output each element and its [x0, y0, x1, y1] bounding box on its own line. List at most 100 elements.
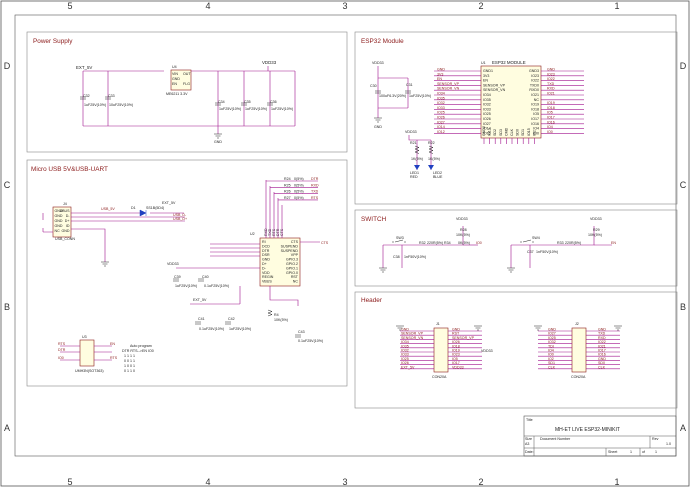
u2-ref: U2 [250, 232, 255, 236]
switch-title: SWITCH [361, 216, 387, 223]
u2-pin-dsr: DSR [262, 253, 270, 257]
r32-ref: R32 [419, 241, 426, 245]
u3-wires [60, 345, 112, 361]
r4-symbol [267, 309, 273, 317]
j4-name: USB_CONN [55, 237, 75, 241]
esp32-chip-ref: U1 [481, 61, 486, 65]
j1-right-net-9: VDD33 [452, 365, 464, 369]
esp32-net-io21: IO21 [547, 92, 555, 96]
esp32-net-io14: IO14 [437, 125, 445, 129]
col-marker-2: 2 [478, 1, 483, 11]
esp32-pin-io19: IO19 [531, 103, 539, 107]
c39-value: 1uF25V(10%) [175, 284, 197, 288]
power-gnd-label: GND [214, 140, 222, 144]
rev-label: Rev [652, 437, 659, 441]
u2-right-pins: CTSSUSPENDSUSPENDVPPGPIO.3GPIO.2GPIO.1GP… [281, 240, 299, 284]
j4-pin-left-3: GND [55, 224, 63, 228]
j1-name: CON20A [432, 375, 447, 379]
esp32-pin-io16: IO16 [531, 122, 539, 126]
c32-ref: C32 [83, 94, 90, 98]
usb-ext5v-label: EXT_5V [162, 201, 176, 205]
esp32-net-sensor_vp: SENSOR_VP [437, 82, 460, 86]
r28-value: 10K(5%) [456, 233, 470, 237]
c33-ref: C33 [108, 94, 115, 98]
auto-program-row-3: 1 0 0 1 [124, 364, 135, 368]
header-pin-labels: GNDSENSOR_VPSENSOR_VNIO34IO35IO32IO33IO2… [400, 328, 620, 369]
res-r26-value: 0(5%) [294, 190, 304, 194]
c35-ref: C35 [244, 100, 251, 104]
header-gnd-symbol-1 [396, 325, 404, 331]
j2-left-net-4: TDI [548, 344, 554, 348]
header-connector-j2 [571, 327, 587, 373]
esp32-pin-io18: IO18 [531, 107, 539, 111]
j1-left-net-9: EXT_5V [401, 365, 415, 369]
esp32-net-io5: IO5 [547, 111, 553, 115]
c40-value: 0.1uF25V(10%) [204, 284, 229, 288]
switch-vdd33-label-2: VDD33 [590, 217, 602, 221]
esp32-net-io18: IO18 [547, 106, 555, 110]
sheet-label: Sheet [608, 450, 617, 454]
regulator-u4 [170, 69, 192, 91]
esp32-pin-sd0: SD0 [516, 129, 520, 136]
sheets-value: 1 [655, 450, 657, 454]
j1-right-net-7: IO5 [452, 357, 458, 361]
esp32-pin-sd3: SD3 [499, 129, 503, 136]
u3-ref: U3 [82, 335, 87, 339]
sw3-symbol[interactable] [392, 239, 406, 243]
usb-ext5v-b-label: EXT_5V [193, 298, 207, 302]
header-gnd-symbol-3 [534, 325, 542, 331]
esp32-pin-3v3: 3V3 [483, 74, 489, 78]
esp32-pin-sd1: SD1 [521, 129, 525, 136]
j2-name: CON20A [571, 375, 586, 379]
auto-program-row-1: 1 1 1 1 [124, 354, 135, 358]
j1-right-net-5: IO19 [452, 349, 460, 353]
esp32-net-io16: IO16 [547, 120, 555, 124]
u3-name: UMH3N(SOT363) [75, 369, 104, 373]
power-wires [82, 66, 296, 134]
res-net-rxd: RXD [311, 183, 319, 187]
esp32-net-io33: IO33 [437, 106, 445, 110]
j2-right-net-4: IO21 [598, 344, 606, 348]
r32-value: 220R(5%) [427, 241, 443, 245]
sw4-symbol[interactable] [520, 239, 534, 243]
r4-value: 10K(5%) [274, 318, 288, 322]
transistor-u3 [79, 339, 95, 367]
auto-program-header: DTR RTS-->EN IO0 [122, 349, 154, 353]
c35-value: 1uF25V(10%) [245, 107, 267, 111]
regulator-pin-en: EN [172, 82, 177, 86]
j2-right-net-2: RXD [598, 336, 606, 340]
j2-right-net-0: GND [598, 328, 606, 332]
header-frame [354, 291, 678, 409]
u2-pin-vbus: VBUS [262, 280, 272, 284]
esp32-chip-name: ESP32 MODULE [492, 60, 526, 65]
column-markers-bottom: 5 4 3 2 1 [67, 477, 619, 487]
size-value: A3 [525, 442, 529, 446]
esp32-net-io25: IO25 [437, 111, 445, 115]
esp32-net-io17: IO17 [547, 116, 555, 120]
j2-left-net-2: IO25 [548, 336, 556, 340]
esp32-pin-io2: IO2 [532, 130, 536, 136]
esp32-pin-clk: CLK [510, 128, 514, 136]
row-marker-d-left: D [4, 61, 11, 71]
c43-ref: C43 [298, 330, 305, 334]
j4-pin-id: ID [66, 224, 70, 228]
j2-right-net-6: IO16 [598, 353, 606, 357]
size-label: Size [525, 437, 532, 441]
u2-pin-suspend: SUSPEND [281, 249, 299, 253]
esp32-pin-rxd0: RXD0 [529, 88, 539, 92]
regulator-name: ME6211 3.3V [166, 92, 188, 96]
power-gnd-symbol [214, 133, 222, 139]
esp32-pin-sd2: SD2 [493, 129, 497, 136]
esp32-pin-gnd3: GND3 [529, 69, 539, 73]
r4-ref: R4 [274, 313, 279, 317]
res-r24-value: 0(5%) [294, 177, 304, 181]
c36-ref: C36 [270, 100, 277, 104]
row-marker-a-left: A [4, 423, 10, 433]
r21-value: 1K(5%) [411, 157, 423, 161]
res-r27-value: 0(5%) [294, 196, 304, 200]
led2-color: BLUE [433, 175, 443, 179]
esp32-pin-io26: IO26 [483, 117, 491, 121]
r34-ref: R34 [444, 241, 451, 245]
esp32-frame [354, 31, 678, 205]
j2-left-net-6: IO0 [548, 353, 554, 357]
